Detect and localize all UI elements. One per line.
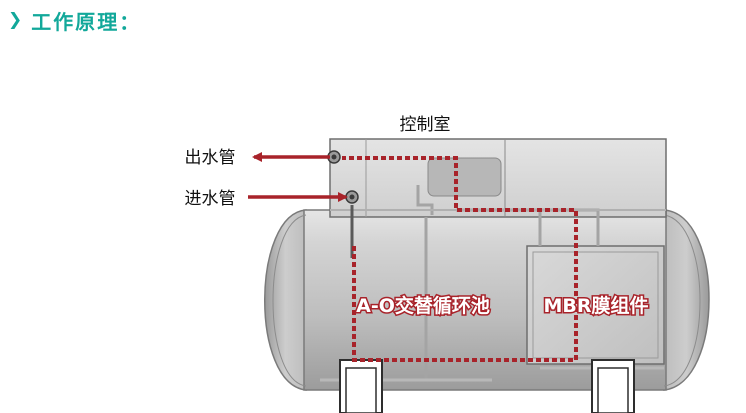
chevron-right-icon: ❯ bbox=[8, 10, 23, 30]
ao-tank-label: A-O交替循环池 bbox=[356, 294, 490, 317]
mbr-module-label: MBR膜组件 bbox=[543, 294, 648, 317]
outlet-pipe-label: 出水管 bbox=[185, 148, 236, 168]
control-panel bbox=[427, 157, 502, 197]
control-room-label: 控制室 bbox=[400, 115, 451, 135]
mbr-module-box bbox=[526, 245, 665, 365]
tank-support-left bbox=[339, 359, 383, 413]
flow-path bbox=[342, 156, 578, 362]
inlet-pipe-label: 进水管 bbox=[185, 189, 236, 209]
tank-support-right bbox=[591, 359, 635, 413]
tank-right-end-cap bbox=[663, 209, 710, 391]
section-heading: ❯ 工作原理： bbox=[8, 6, 141, 34]
tank-left-end-cap bbox=[264, 209, 307, 391]
section-title: 工作原理： bbox=[31, 9, 142, 34]
